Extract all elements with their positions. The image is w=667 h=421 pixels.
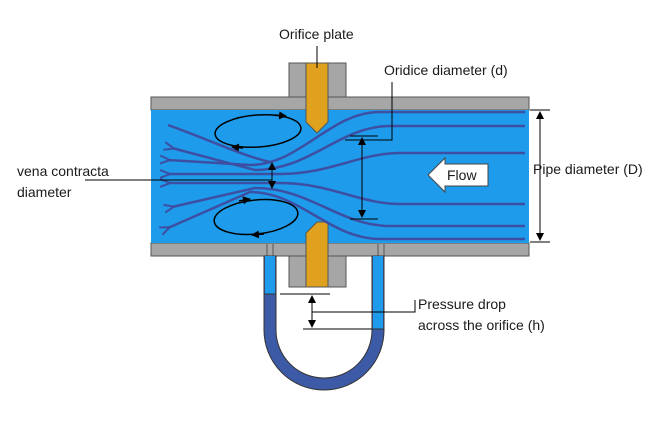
eddy-bottom-arrow bbox=[238, 196, 251, 205]
streamline bbox=[168, 190, 525, 241]
orifice-plate-bottom bbox=[305, 221, 329, 288]
manometer-right-light bbox=[373, 256, 383, 329]
streamline bbox=[172, 124, 525, 172]
orifice-diameter-label: Oridice diameter (d) bbox=[384, 62, 508, 78]
orifice-plate-top bbox=[305, 62, 329, 134]
manometer-u-tube bbox=[263, 255, 385, 391]
flow-label: Flow bbox=[447, 167, 477, 183]
pressure-drop-label-line1: Pressure drop bbox=[418, 296, 506, 312]
pressure-drop-label-line2: across the orifice (h) bbox=[418, 317, 545, 333]
streamline bbox=[172, 186, 525, 228]
pressure-drop-leader bbox=[312, 300, 416, 313]
vena-contracta-label-line1: vena contracta bbox=[17, 163, 109, 179]
orifice-plate-label: Orifice plate bbox=[279, 26, 354, 42]
vena-contracta-label-line2: diameter bbox=[17, 184, 72, 200]
manometer-left-light bbox=[265, 256, 275, 294]
pressure-taps bbox=[266, 244, 385, 256]
pipe-bottom-wall bbox=[150, 242, 530, 257]
streamline bbox=[168, 183, 525, 206]
eddy-top-arrow bbox=[274, 111, 287, 120]
pipe-top-wall bbox=[150, 96, 530, 111]
pipe-diameter-label: Pipe diameter (D) bbox=[533, 161, 643, 177]
flow-arrow bbox=[427, 156, 489, 194]
eddy-top-arrow bbox=[231, 143, 244, 152]
streamline bbox=[167, 123, 271, 164]
eddy-bottom-arrow bbox=[251, 230, 265, 239]
eddy-top bbox=[214, 114, 302, 148]
streamline bbox=[168, 151, 525, 174]
streamlines bbox=[167, 110, 525, 241]
streamline bbox=[168, 110, 525, 167]
